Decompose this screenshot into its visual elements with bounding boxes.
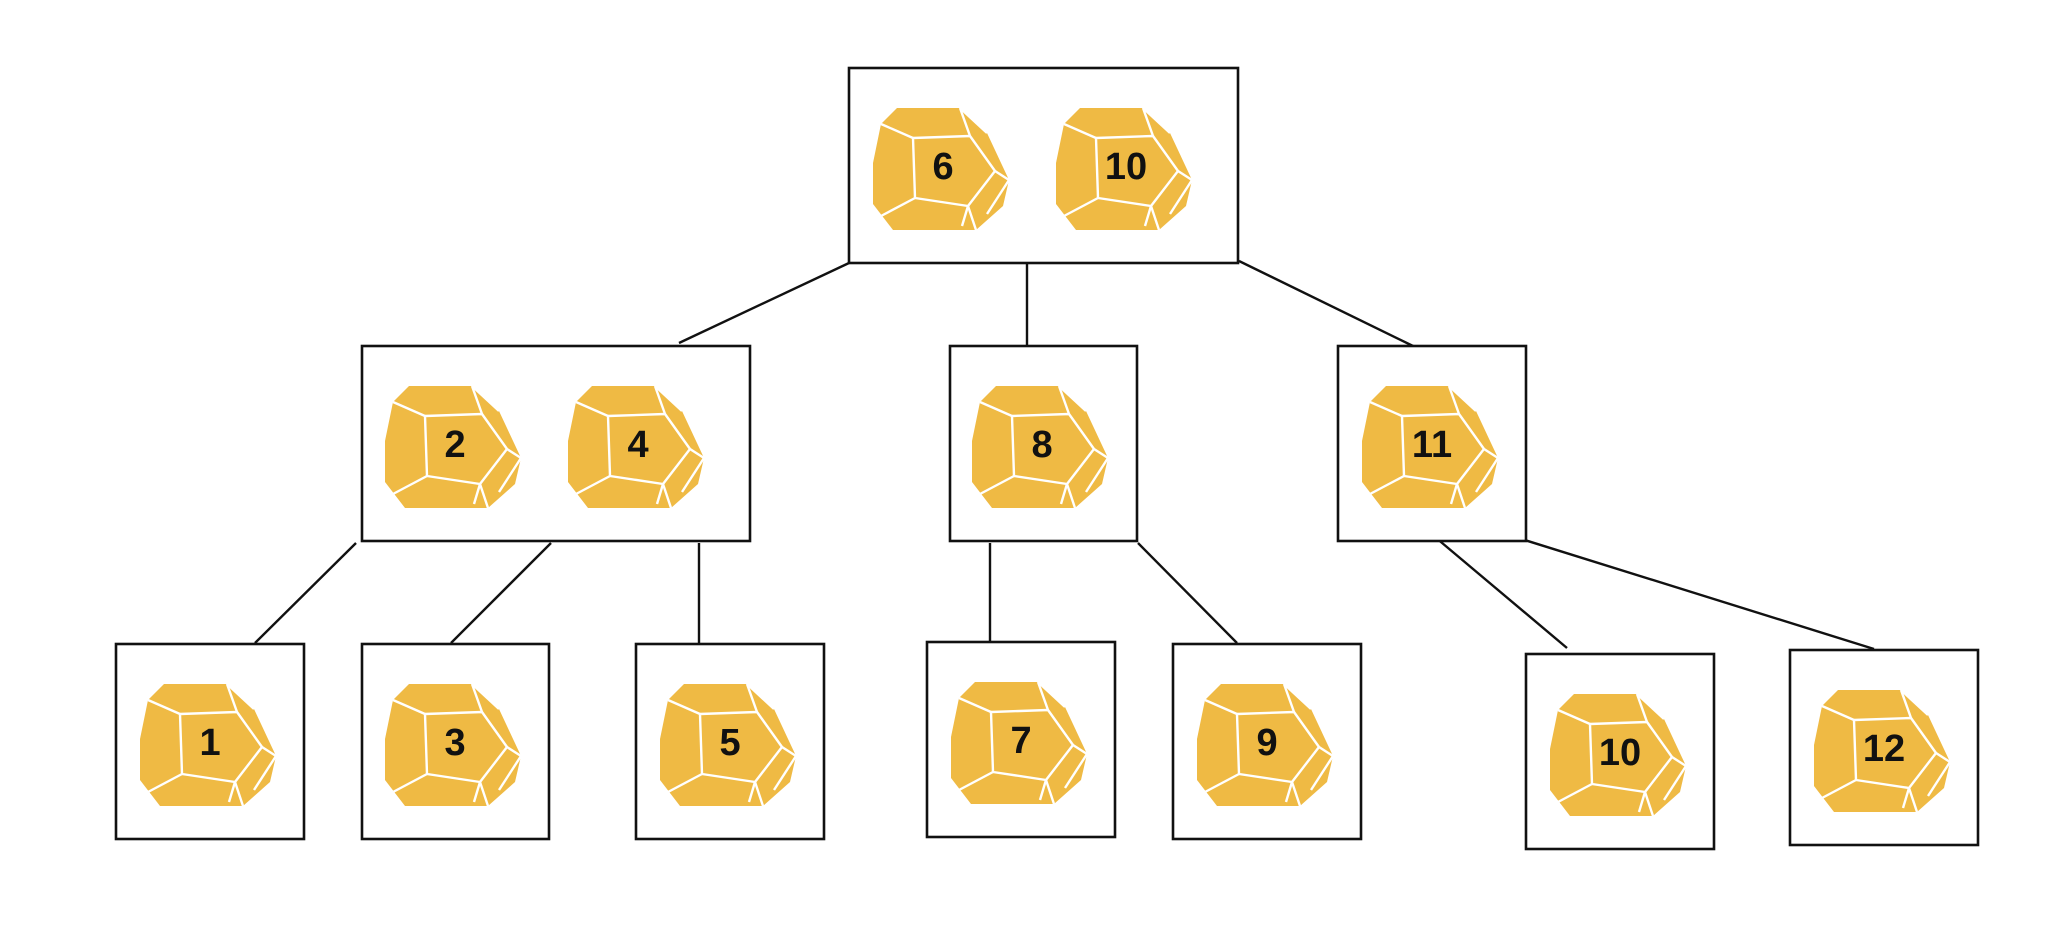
node-12: 12 — [1788, 648, 1980, 847]
edges — [254, 259, 1875, 651]
die-label: 2 — [444, 424, 465, 466]
d12-die-icon: 6 — [871, 106, 1011, 232]
edge-8-to-9 — [1137, 542, 1238, 644]
d12-die-icon: 10 — [1548, 692, 1688, 818]
node-1: 1 — [114, 642, 306, 841]
die-label: 11 — [1412, 424, 1452, 466]
node-10: 10 — [1524, 652, 1716, 851]
die-label: 8 — [1031, 424, 1052, 466]
d12-die-icon: 4 — [566, 384, 706, 510]
edge-11-to-10 — [1434, 536, 1568, 649]
edge-2-4-to-1 — [254, 542, 357, 644]
d12-die-icon: 2 — [383, 384, 523, 510]
node-7: 7 — [925, 640, 1117, 839]
d12-die-icon: 3 — [383, 682, 523, 808]
edge-11-to-12 — [1514, 535, 1875, 651]
die-label: 5 — [719, 722, 740, 764]
d12-die-icon: 10 — [1054, 106, 1194, 232]
d12-die-icon: 1 — [138, 682, 278, 808]
edge-2-4-to-3 — [450, 542, 552, 644]
d12-die-icon: 8 — [970, 384, 1110, 510]
d12-die-icon: 9 — [1195, 682, 1335, 808]
die-label: 10 — [1599, 732, 1641, 774]
d12-die-icon: 5 — [658, 682, 798, 808]
node-root: 6 10 — [847, 66, 1240, 265]
d12-die-icon: 7 — [949, 680, 1089, 806]
node-9: 9 — [1171, 642, 1363, 841]
die-label: 3 — [444, 722, 465, 764]
edge-root-to-11 — [1238, 259, 1414, 348]
node-5: 5 — [634, 642, 826, 841]
die-label: 10 — [1105, 146, 1147, 188]
die-label: 7 — [1010, 720, 1031, 762]
node-2-4: 2 4 — [360, 344, 752, 543]
die-label: 6 — [932, 146, 953, 188]
die-label: 1 — [199, 722, 220, 764]
die-label: 9 — [1256, 722, 1277, 764]
node-3: 3 — [360, 642, 551, 841]
node-8: 8 — [948, 344, 1139, 543]
d12-die-icon: 12 — [1812, 688, 1952, 814]
die-label: 4 — [627, 424, 648, 466]
d12-die-icon: 11 — [1360, 384, 1500, 510]
node-11: 11 — [1336, 344, 1528, 543]
edge-root-to-2-4 — [678, 261, 850, 345]
die-label: 12 — [1863, 728, 1905, 770]
